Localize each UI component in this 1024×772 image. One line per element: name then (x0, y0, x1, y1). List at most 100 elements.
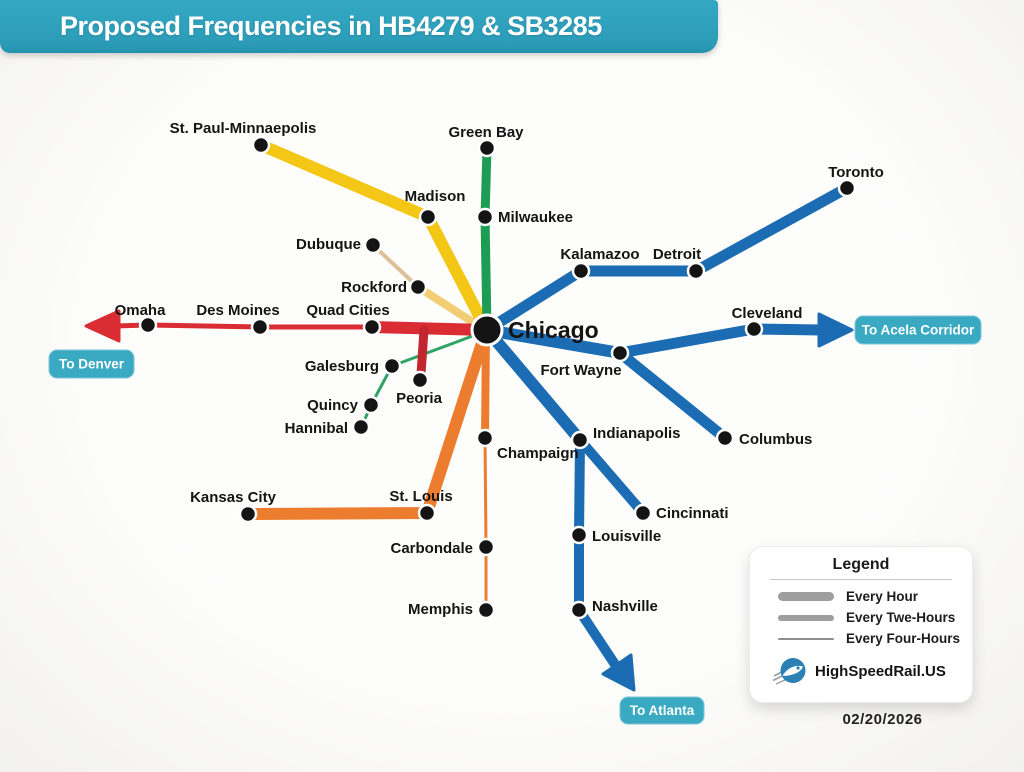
station-dot-indianapolis (570, 430, 590, 450)
station-label-chicago: Chicago (508, 317, 599, 343)
station-dot-green-bay (477, 138, 497, 158)
station-label-green-bay: Green Bay (448, 124, 524, 141)
station-label-kalamazoo: Kalamazoo (560, 246, 639, 263)
line-greenbay-milwaukee-chicago (480, 143, 492, 334)
station-dot-hannibal (351, 417, 371, 437)
station-dot-columbus (715, 428, 735, 448)
station-label-champaign: Champaign (497, 445, 579, 462)
station-label-indianapolis: Indianapolis (593, 425, 681, 442)
line-quadcities-desmoines-omaha-denver (113, 322, 375, 330)
station-label-kansas-city: Kansas City (190, 489, 277, 506)
line-chicago-kalamazoo-detroit-toronto (481, 182, 853, 336)
legend-item-label: Every Twe-Hours (846, 610, 956, 625)
station-dot-des-moines (250, 317, 270, 337)
line-fortwayne-cleveland-acela (614, 323, 828, 359)
line-chicago-galesburg-quincy-hannibal (360, 329, 488, 428)
station-label-st-louis: St. Louis (389, 488, 452, 505)
station-dot-milwaukee (475, 207, 495, 227)
station-dot-omaha (138, 315, 158, 335)
station-label-milwaukee: Milwaukee (498, 209, 573, 226)
line-peoria-branch (416, 325, 429, 379)
station-dot-madison (418, 207, 438, 227)
line-chicago-champaign (481, 327, 490, 442)
station-dot-carbondale (476, 537, 496, 557)
legend-item-every-hour: Every Hour (778, 589, 958, 604)
arrowhead-to-denver (84, 309, 121, 343)
station-dot-quad-cities (362, 317, 382, 337)
station-label-detroit: Detroit (653, 246, 701, 263)
legend-divider (770, 579, 952, 580)
line-chicago-quadcities (366, 321, 493, 336)
line-indianapolis-louisville-nashville (574, 435, 585, 615)
station-label-carbondale: Carbondale (390, 540, 473, 557)
line-champaign-carbondale-memphis (483, 436, 488, 612)
date-label: 02/20/2026 (842, 711, 923, 728)
station-label-columbus: Columbus (739, 431, 812, 448)
station-label-cleveland: Cleveland (732, 305, 803, 322)
line-chicago-fortwayne (481, 324, 626, 359)
station-dot-detroit (686, 261, 706, 281)
medium-line-swatch (778, 614, 834, 621)
badge-to-atlanta (619, 696, 705, 725)
station-dot-quincy (361, 395, 381, 415)
station-label-omaha: Omaha (115, 302, 167, 319)
thick-line-swatch (778, 592, 834, 601)
brand-name: HighSpeedRail.US (815, 662, 946, 680)
badge-label-to-acela-corridor: To Acela Corridor (862, 323, 975, 338)
station-label-louisville: Louisville (592, 528, 661, 545)
line-indianapolis-cincinnati (575, 435, 648, 518)
station-label-quincy: Quincy (307, 397, 359, 414)
line-nashville-atlanta (574, 605, 621, 671)
legend-item-every-two-hours: Every Twe-Hours (778, 610, 958, 625)
station-dot-chicago (470, 313, 504, 347)
highspeedrail-logo-icon (772, 658, 806, 685)
badge-to-denver (48, 349, 135, 379)
station-dot-louisville (569, 525, 589, 545)
station-label-nashville: Nashville (592, 598, 658, 615)
page-title: Proposed Frequencies in HB4279 & SB3285 (60, 11, 602, 41)
badge-to-acela-corridor (854, 315, 982, 345)
station-label-fort-wayne: Fort Wayne (540, 362, 621, 379)
station-dot-cincinnati (633, 503, 653, 523)
station-dot-dubuque (363, 235, 383, 255)
station-label-rockford: Rockford (341, 279, 407, 296)
station-label-des-moines: Des Moines (196, 302, 279, 319)
station-dot-cleveland (744, 319, 764, 339)
station-label-toronto: Toronto (828, 164, 884, 181)
station-label-cincinnati: Cincinnati (656, 505, 729, 522)
arrowhead-to-atlanta (601, 653, 636, 692)
station-dot-kansas-city (238, 504, 258, 524)
legend-item-every-four-hours: Every Four-Hours (778, 631, 961, 646)
station-dot-galesburg (382, 356, 402, 376)
station-dot-champaign (475, 428, 495, 448)
station-dot-rockford (408, 277, 428, 297)
station-dot-fort-wayne (610, 343, 630, 363)
station-label-galesburg: Galesburg (305, 358, 379, 375)
station-label-st-paul-minneapolis: St. Paul-Minnaepolis (170, 120, 317, 137)
legend-item-label: Every Hour (846, 589, 919, 604)
station-dot-peoria (410, 370, 430, 390)
line-chicago-indianapolis (481, 324, 586, 446)
arrowhead-to-acela (817, 312, 854, 348)
brand-row: HighSpeedRail.US (772, 656, 958, 686)
station-dot-st-louis (417, 503, 437, 523)
badge-label-to-atlanta: To Atlanta (630, 703, 695, 718)
station-dot-st-paul-minneapolis (251, 135, 271, 155)
title-banner: Proposed Frequencies in HB4279 & SB3285 (0, 0, 718, 53)
station-dot-nashville (569, 600, 589, 620)
station-dot-toronto (837, 178, 857, 198)
station-dot-kalamazoo (571, 261, 591, 281)
station-label-memphis: Memphis (408, 601, 473, 618)
station-label-hannibal: Hannibal (285, 420, 348, 437)
station-label-madison: Madison (405, 188, 466, 205)
station-label-dubuque: Dubuque (296, 236, 361, 253)
legend-title: Legend (832, 556, 890, 573)
station-label-quad-cities: Quad Cities (306, 302, 389, 319)
legend-panel: Legend Every Hour Every Twe-Hours Every … (749, 546, 973, 703)
station-dot-memphis (476, 600, 496, 620)
legend-item-label: Every Four-Hours (846, 631, 961, 646)
line-fortwayne-columbus (614, 347, 731, 444)
station-label-peoria: Peoria (396, 390, 443, 407)
